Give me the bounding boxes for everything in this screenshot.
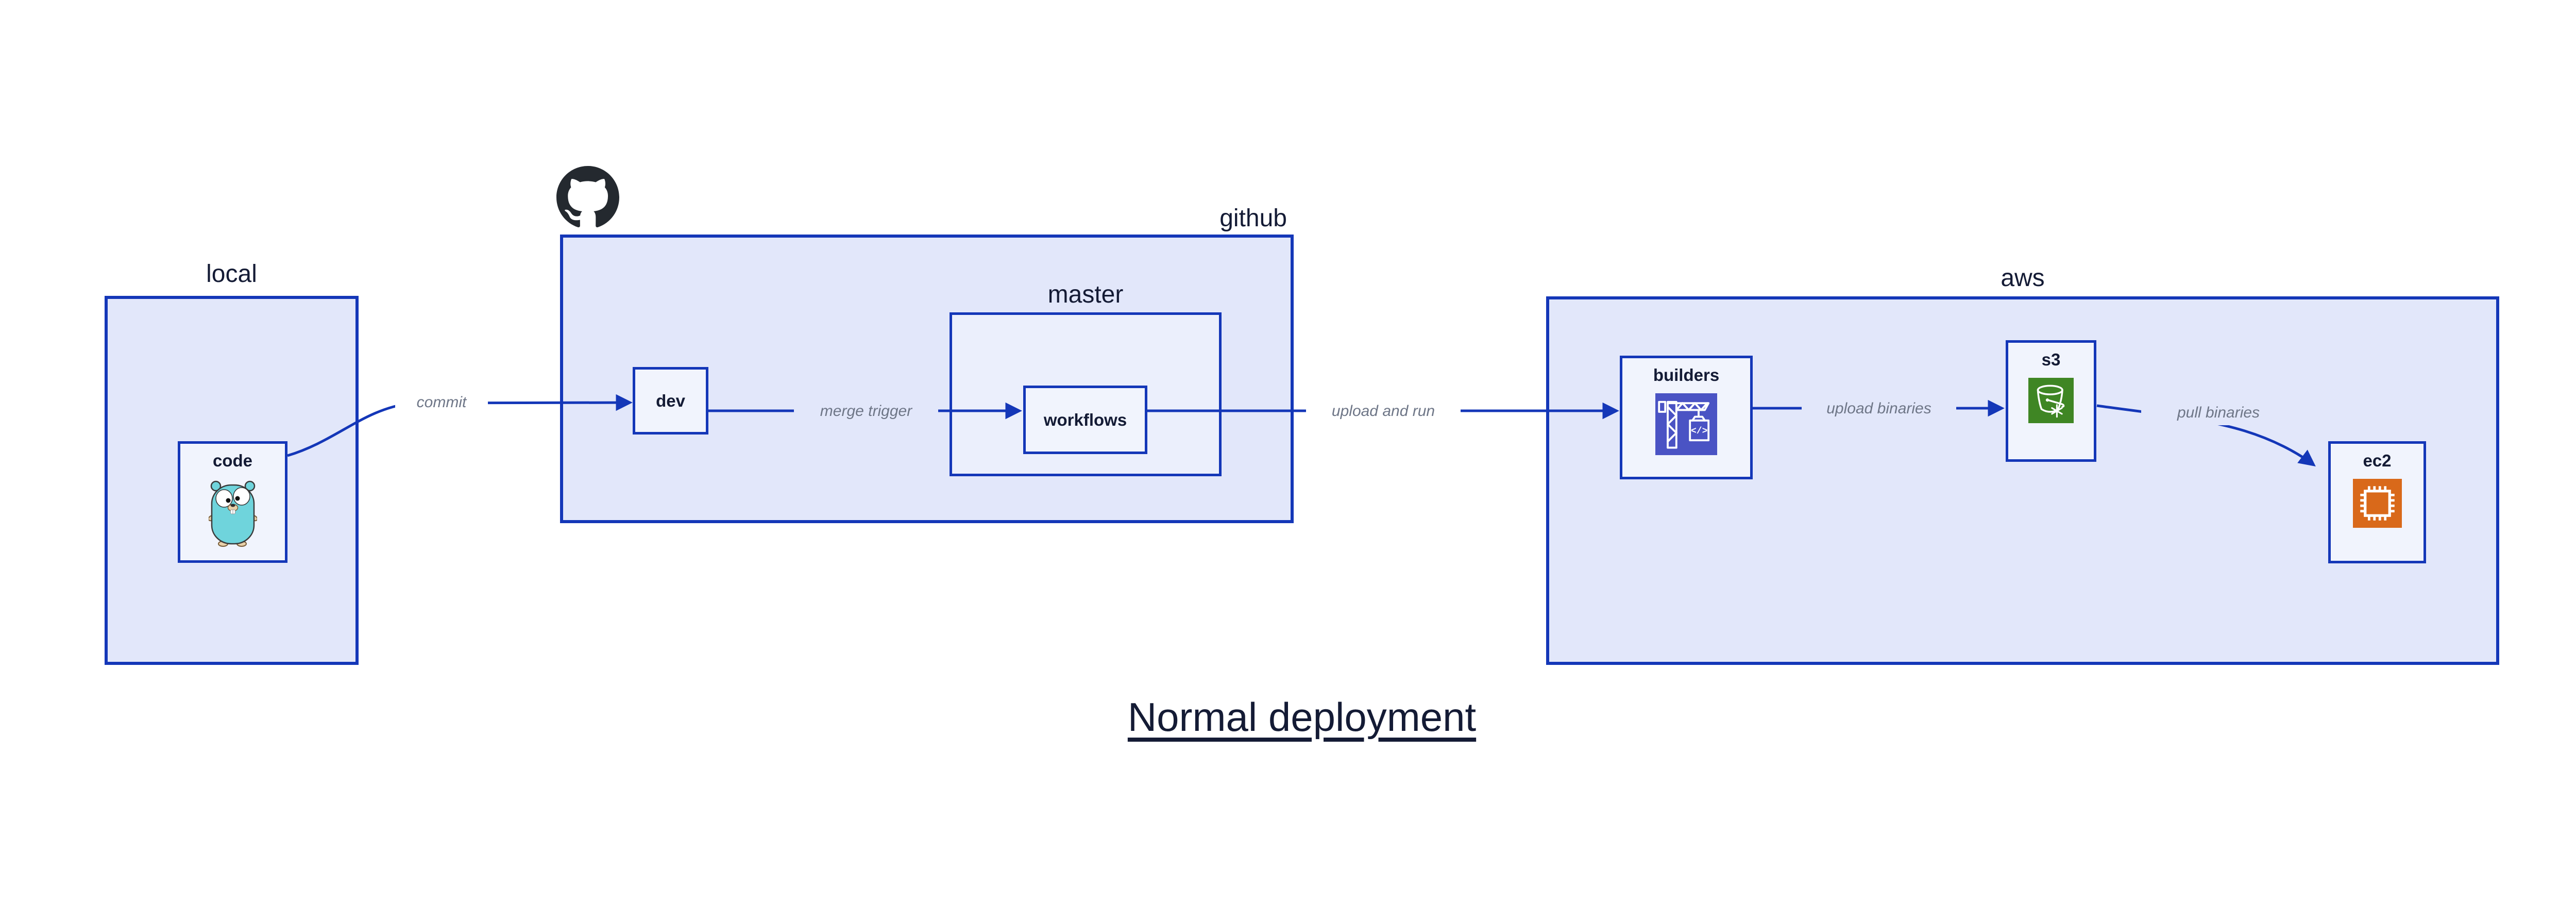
node-builders: builders </>: [1620, 356, 1753, 479]
edge-merge-trigger-label: merge trigger: [794, 399, 938, 424]
node-dev-label: dev: [656, 391, 685, 410]
node-s3: s3: [2006, 340, 2096, 462]
node-code: code: [178, 441, 287, 563]
edge-commit-label: commit: [395, 390, 488, 415]
s3-glacier-bucket-icon: [2028, 378, 2074, 426]
edge-upload-and-run-label: upload and run: [1306, 399, 1461, 424]
edge-pull-binaries-label: pull binaries: [2141, 400, 2296, 425]
ec2-chip-icon: [2352, 479, 2402, 530]
group-master-label: master: [1047, 281, 1124, 308]
go-gopher-icon: [208, 479, 258, 549]
group-aws-label: aws: [2001, 264, 2045, 292]
node-ec2: ec2: [2328, 441, 2426, 563]
node-builders-label: builders: [1653, 365, 1720, 385]
diagram-title: Normal deployment: [1127, 694, 1477, 740]
node-dev: dev: [633, 367, 708, 435]
codebuild-crane-icon: </>: [1655, 393, 1717, 458]
node-workflows: workflows: [1023, 386, 1147, 454]
edge-upload-binaries-label: upload binaries: [1802, 396, 1956, 421]
github-octocat-icon: [556, 166, 619, 231]
node-s3-label: s3: [2041, 350, 2061, 369]
svg-text:</>: </>: [1691, 426, 1707, 437]
node-workflows-label: workflows: [1043, 410, 1127, 429]
node-code-label: code: [212, 451, 253, 470]
node-ec2-label: ec2: [2363, 451, 2392, 470]
group-local-label: local: [206, 260, 257, 288]
group-github-label: github: [1219, 205, 1287, 232]
